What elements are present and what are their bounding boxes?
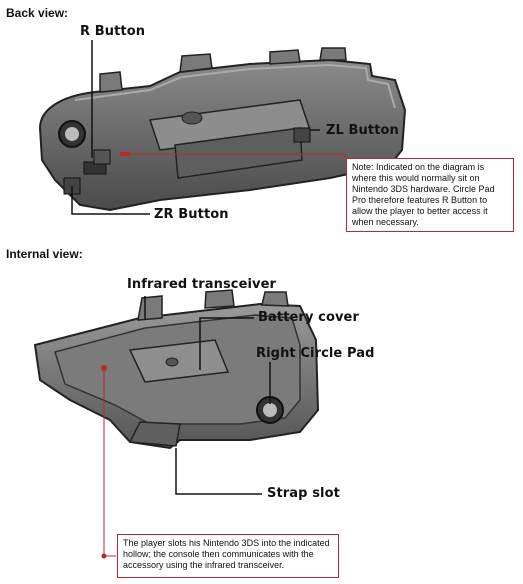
right-circle-pad-label: Right Circle Pad (256, 346, 375, 361)
back-view-note: Note: Indicated on the diagram is where … (346, 158, 514, 232)
r-button-label: R Button (80, 24, 145, 39)
zl-button-label: ZL Button (326, 123, 399, 138)
internal-view-title: Internal view: (6, 247, 83, 261)
battery-cover-label: Battery cover (258, 310, 359, 325)
zr-button-label: ZR Button (154, 207, 229, 222)
back-view-title: Back view: (6, 6, 68, 20)
strap-slot-leader (176, 448, 262, 494)
internal-view-note: The player slots his Nintendo 3DS into t… (117, 534, 339, 578)
strap-slot-label: Strap slot (267, 486, 340, 501)
infrared-transceiver-label: Infrared transceiver (127, 277, 276, 292)
